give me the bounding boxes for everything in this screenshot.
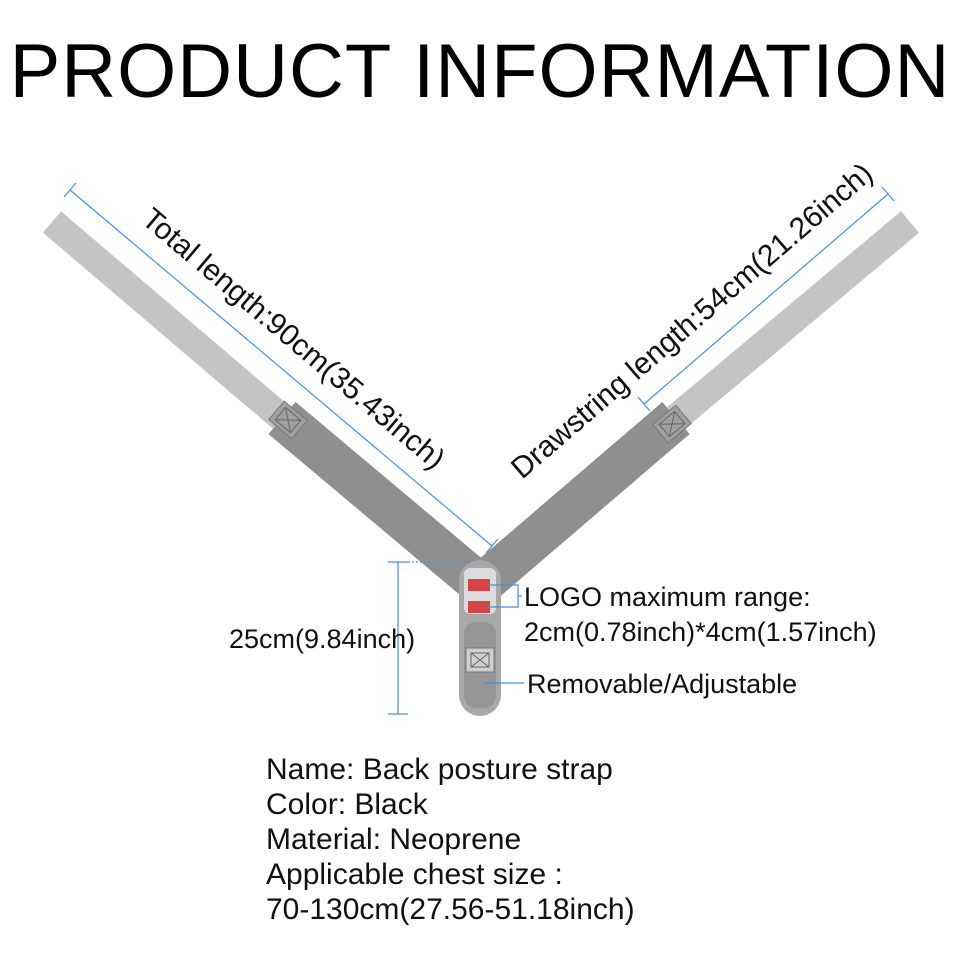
- spec-name: Name: Back posture strap: [266, 753, 613, 786]
- left-strap: [268, 401, 496, 603]
- logo-range-label-line1: LOGO maximum range:: [524, 582, 811, 612]
- velcro-patch-icon: [652, 404, 692, 444]
- spec-chest-size-value: 70-130cm(27.56-51.18inch): [266, 893, 635, 926]
- spec-list: Name: Back posture strap Color: Black Ma…: [266, 752, 635, 927]
- right-strap: [466, 402, 690, 602]
- right-drawstring: [667, 211, 919, 429]
- height-label: 25cm(9.84inch): [229, 624, 415, 654]
- spec-color: Color: Black: [266, 788, 428, 821]
- spec-material: Material: Neoprene: [266, 823, 522, 856]
- buckle-icon: [465, 647, 495, 673]
- logo-mark-bottom: [468, 601, 490, 613]
- total-length-measure: [63, 182, 499, 554]
- velcro-patch-icon: [268, 400, 308, 440]
- height-measure: [388, 561, 470, 715]
- page-title: PRODUCT INFORMATION: [9, 29, 951, 114]
- spec-chest-size-label: Applicable chest size :: [266, 858, 563, 891]
- removable-label: Removable/Adjustable: [527, 669, 797, 699]
- logo-callout: [488, 584, 522, 608]
- drawstring-length-measure: [637, 186, 895, 412]
- logo-mark-top: [468, 579, 490, 591]
- logo-range-label-line2: 2cm(0.78inch)*4cm(1.57inch): [524, 617, 877, 647]
- left-drawstring: [42, 211, 292, 429]
- drawstring-length-label: Drawstring length:54cm(21.26inch): [505, 157, 879, 485]
